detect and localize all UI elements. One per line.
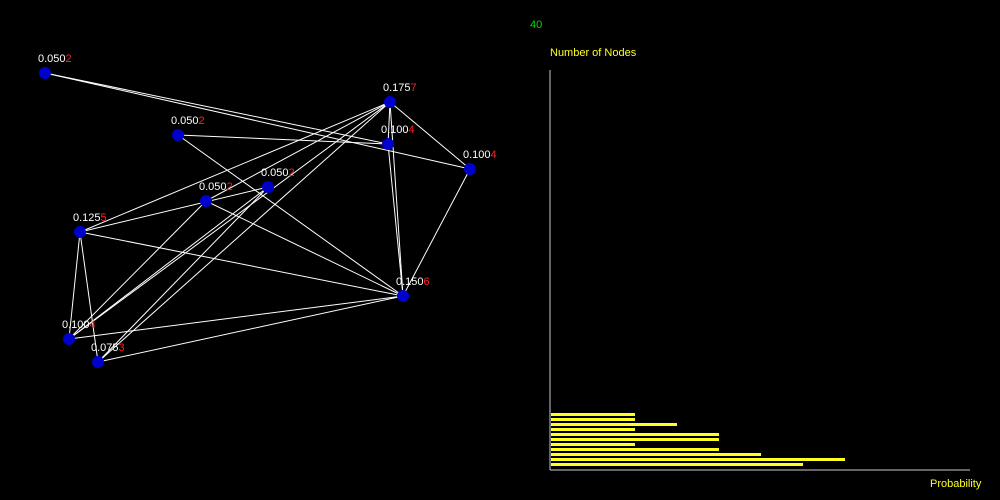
node-n4[interactable]	[382, 138, 394, 150]
edge-n7-n9	[205, 200, 404, 297]
histogram-title: Number of Nodes	[550, 47, 637, 59]
histogram-x-label: Probability	[930, 478, 982, 490]
edge-n8-n6	[79, 186, 269, 233]
edge-n8-n10	[68, 231, 81, 340]
edge-n2-n11	[97, 101, 391, 363]
node-n3[interactable]	[172, 129, 184, 141]
edge-n4-n9	[387, 143, 404, 297]
node-probability: 0.050	[199, 181, 227, 193]
node-probability: 0.050	[38, 53, 66, 65]
node-probability: 0.050	[261, 167, 289, 179]
histogram-bar	[551, 458, 845, 461]
edge-n3-n9	[177, 134, 404, 297]
edge-n9-n11	[97, 295, 404, 363]
edge-n8-n9	[79, 231, 404, 297]
node-probability: 0.100	[62, 319, 90, 331]
edge-n2-n8	[79, 101, 391, 233]
labels-layer: 0.05020.17570.05020.10040.10040.05020.05…	[38, 53, 497, 354]
histogram-bars	[551, 413, 845, 466]
node-degree: 4	[409, 124, 415, 136]
histogram-bar	[551, 423, 677, 426]
node-degree: 3	[119, 342, 125, 354]
step-counter: 40	[530, 19, 543, 31]
node-n5[interactable]	[464, 163, 476, 175]
node-probability: 0.175	[383, 82, 411, 94]
node-degree: 4	[491, 149, 497, 161]
node-n8[interactable]	[74, 226, 86, 238]
histogram-bar	[551, 453, 761, 456]
edge-n2-n7	[205, 101, 391, 202]
node-label-n11: 0.0753	[91, 342, 125, 354]
node-n9[interactable]	[397, 290, 409, 302]
node-label-n3: 0.0502	[171, 115, 205, 127]
edge-n1-n5	[44, 72, 471, 170]
edge-n6-n11	[97, 186, 269, 363]
node-label-n4: 0.1004	[381, 124, 415, 136]
node-degree: 2	[66, 53, 72, 65]
edge-n2-n9	[389, 101, 404, 297]
node-degree: 5	[101, 212, 107, 224]
histogram-bar	[551, 438, 719, 441]
node-label-n6: 0.0502	[261, 167, 295, 179]
node-probability: 0.075	[91, 342, 119, 354]
edge-n5-n9	[402, 168, 471, 297]
histogram-bar	[551, 443, 635, 446]
node-degree: 2	[289, 167, 295, 179]
edge-n2-n4	[387, 101, 391, 145]
nodes-layer	[39, 67, 476, 368]
histogram-bar	[551, 418, 635, 421]
histogram-bar	[551, 433, 719, 436]
node-label-n7: 0.0502	[199, 181, 233, 193]
edges-layer	[44, 72, 471, 363]
node-n1[interactable]	[39, 67, 51, 79]
edge-n8-n11	[79, 231, 99, 363]
edge-n6-n10	[68, 186, 269, 340]
node-label-n8: 0.1255	[73, 212, 107, 224]
node-n2[interactable]	[384, 96, 396, 108]
histogram	[549, 70, 970, 471]
edge-n2-n5	[389, 101, 471, 170]
node-probability: 0.150	[396, 276, 424, 288]
node-probability: 0.125	[73, 212, 101, 224]
node-n6[interactable]	[262, 181, 274, 193]
node-degree: 2	[199, 115, 205, 127]
node-probability: 0.100	[463, 149, 491, 161]
edge-n9-n10	[68, 295, 404, 340]
node-probability: 0.050	[171, 115, 199, 127]
node-degree: 2	[227, 181, 233, 193]
node-label-n1: 0.0502	[38, 53, 72, 65]
node-n7[interactable]	[200, 195, 212, 207]
node-label-n5: 0.1004	[463, 149, 497, 161]
node-degree: 6	[424, 276, 430, 288]
node-degree: 7	[411, 82, 417, 94]
node-label-n2: 0.1757	[383, 82, 417, 94]
node-degree: 4	[90, 319, 96, 331]
histogram-bar	[551, 463, 803, 466]
edge-n3-n4	[177, 134, 389, 145]
edge-n2-n10	[68, 101, 391, 340]
histogram-bar	[551, 428, 635, 431]
histogram-bar	[551, 448, 719, 451]
histogram-bar	[551, 413, 635, 416]
node-label-n10: 0.1004	[62, 319, 96, 331]
edge-n1-n4	[44, 72, 389, 145]
node-n11[interactable]	[92, 356, 104, 368]
node-label-n9: 0.1506	[396, 276, 430, 288]
node-probability: 0.100	[381, 124, 409, 136]
node-n10[interactable]	[63, 333, 75, 345]
